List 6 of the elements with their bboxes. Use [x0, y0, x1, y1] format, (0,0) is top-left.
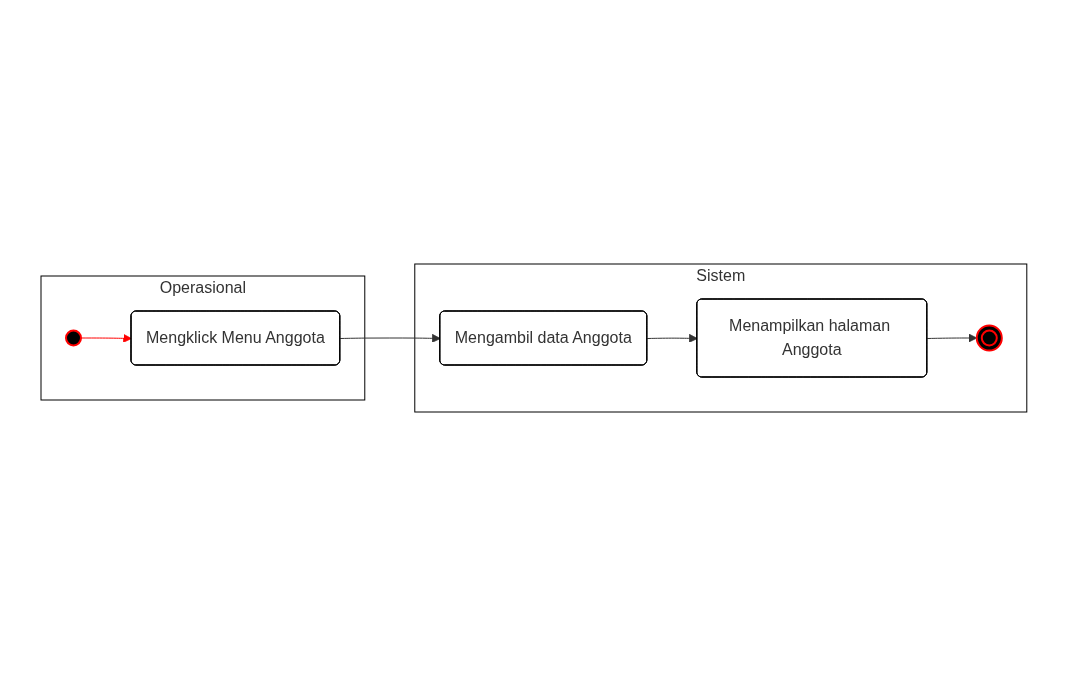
arrow: [646, 333, 698, 343]
arrow: [339, 333, 441, 343]
node-circle: [975, 324, 1003, 351]
arrow: [926, 333, 977, 342]
arrow: [80, 333, 132, 343]
node-circle: [64, 329, 82, 346]
